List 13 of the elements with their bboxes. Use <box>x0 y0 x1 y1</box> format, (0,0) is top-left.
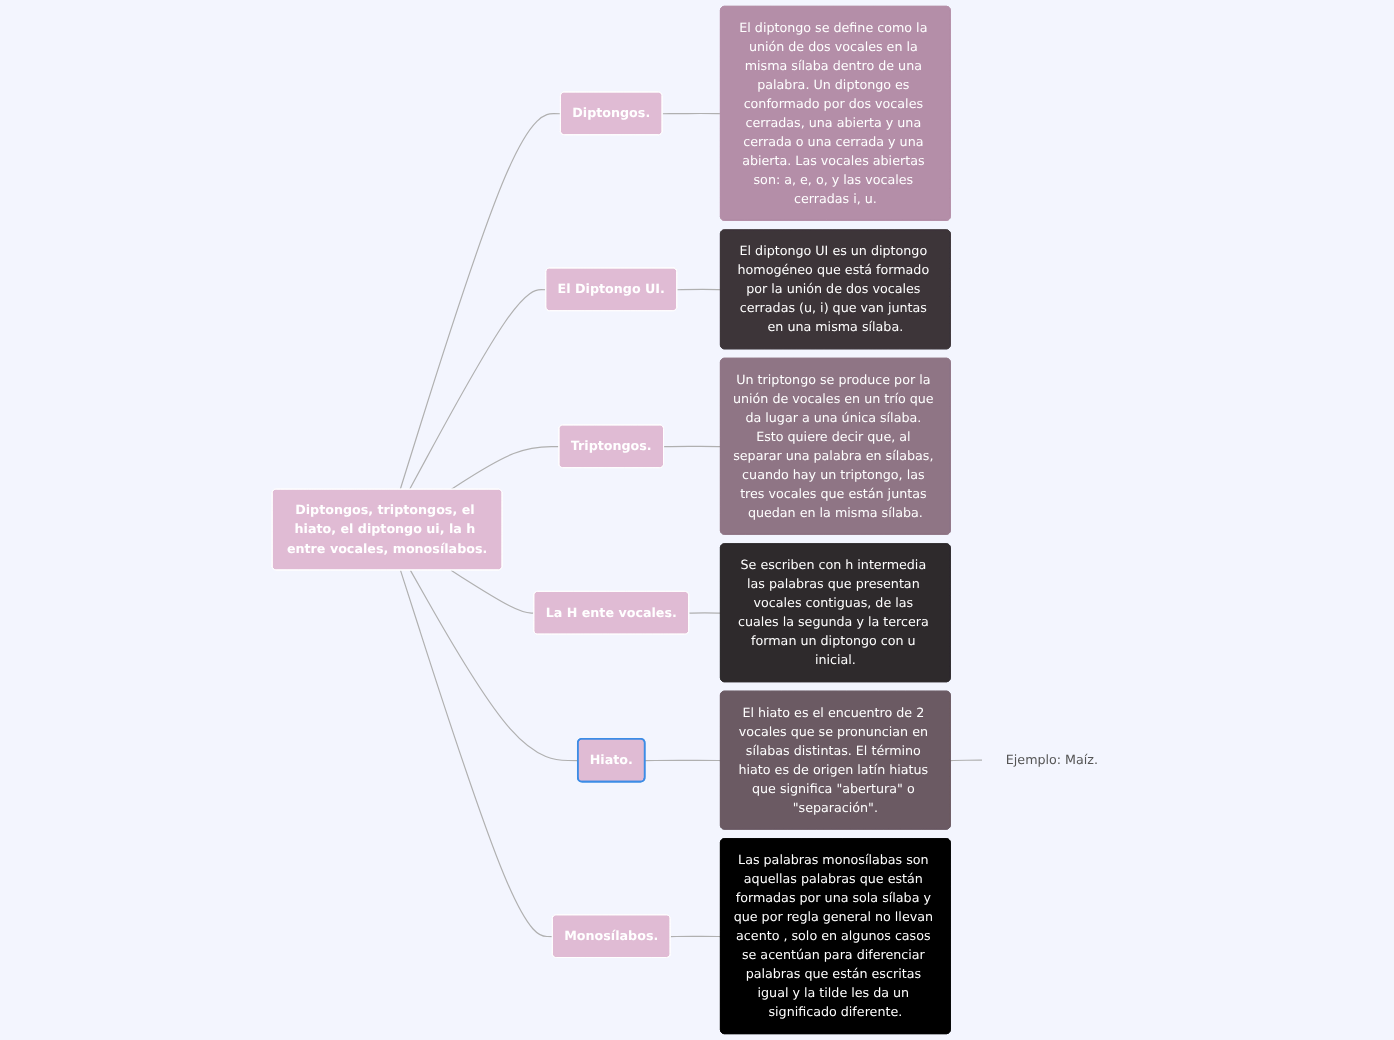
connector <box>663 445 722 448</box>
connector <box>669 935 722 938</box>
connector <box>688 612 722 614</box>
connector <box>676 288 722 291</box>
connector <box>450 569 535 614</box>
connector <box>450 446 560 491</box>
connector <box>399 569 554 938</box>
connector <box>399 113 562 491</box>
connector <box>409 569 579 762</box>
connector <box>644 759 722 762</box>
connector <box>408 289 547 491</box>
connector <box>661 112 722 115</box>
connector <box>950 759 983 762</box>
